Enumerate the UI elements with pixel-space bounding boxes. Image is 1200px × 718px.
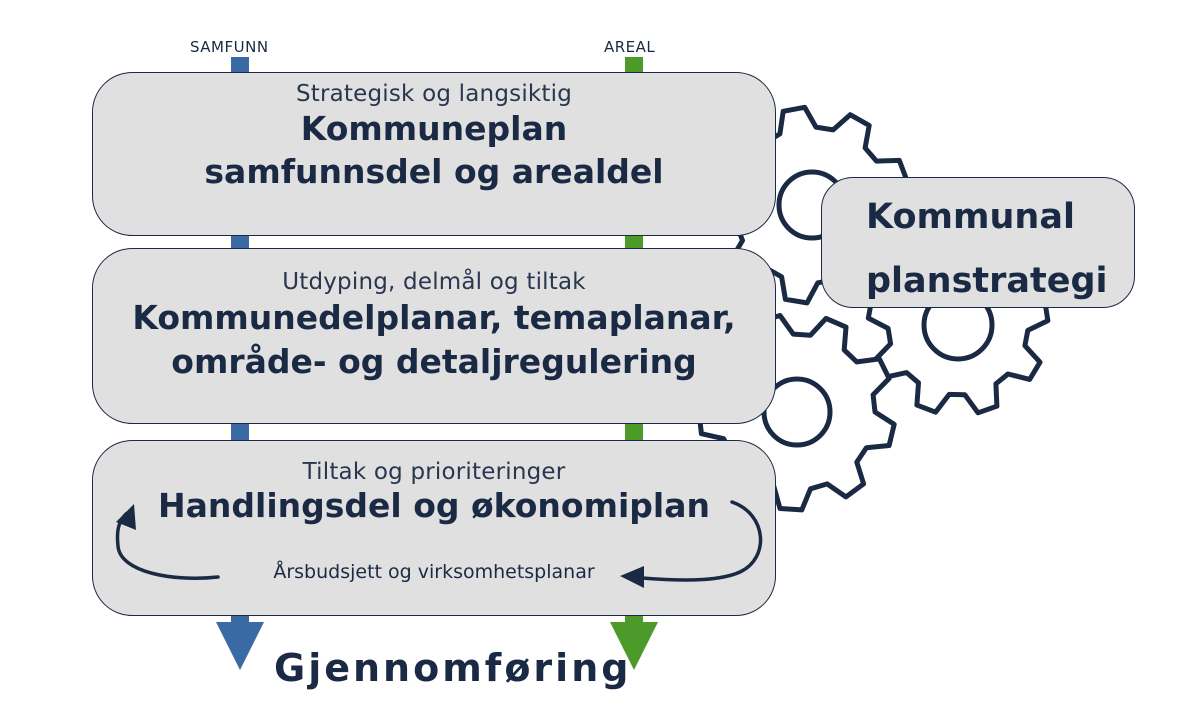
level-box-kommuneplan: Strategisk og langsiktig Kommuneplan sam… [92,72,776,236]
cycle-arrow-right-icon [639,499,762,582]
level-box-kommunedelplanar: Utdyping, delmål og tiltak Kommunedelpla… [92,248,776,424]
lane-label-samfunn: SAMFUNN [190,38,269,56]
lane-label-areal: AREAL [604,38,656,56]
level-box-handlingsdel: Tiltak og prioriteringer Handlingsdel og… [92,440,776,616]
level-title-line-2: område- og detaljregulering [171,342,697,381]
lane-bar-areal-arrow-icon [610,622,658,670]
cycle-arrowhead-left-icon [115,503,136,530]
level-subtitle: Strategisk og langsiktig [295,81,573,107]
level-title-line-1: Kommuneplan [300,109,568,148]
cycle-arrows [115,499,762,588]
strategy-box: Kommunal planstrategi [821,177,1135,308]
level-title-line-1: Handlingsdel og økonomiplan [158,486,710,525]
strategy-title-line-2: planstrategi [866,261,1108,301]
strategy-title-line-1: Kommunal [866,197,1075,237]
cycle-arrowhead-right-icon [619,565,644,588]
level-subtitle: Utdyping, delmål og tiltak [282,269,586,295]
footer-label: Gjennomføring [274,646,632,690]
level-title-line-1: Kommunedelplanar, temaplanar, [132,298,736,337]
level-subtitle: Tiltak og prioriteringer [302,459,566,485]
level-title-line-2: samfunnsdel og arealdel [204,152,664,191]
lane-bar-samfunn-arrow-icon [216,622,264,670]
cycle-label: Årsbudsjett og virksomhetsplanar [273,561,595,583]
